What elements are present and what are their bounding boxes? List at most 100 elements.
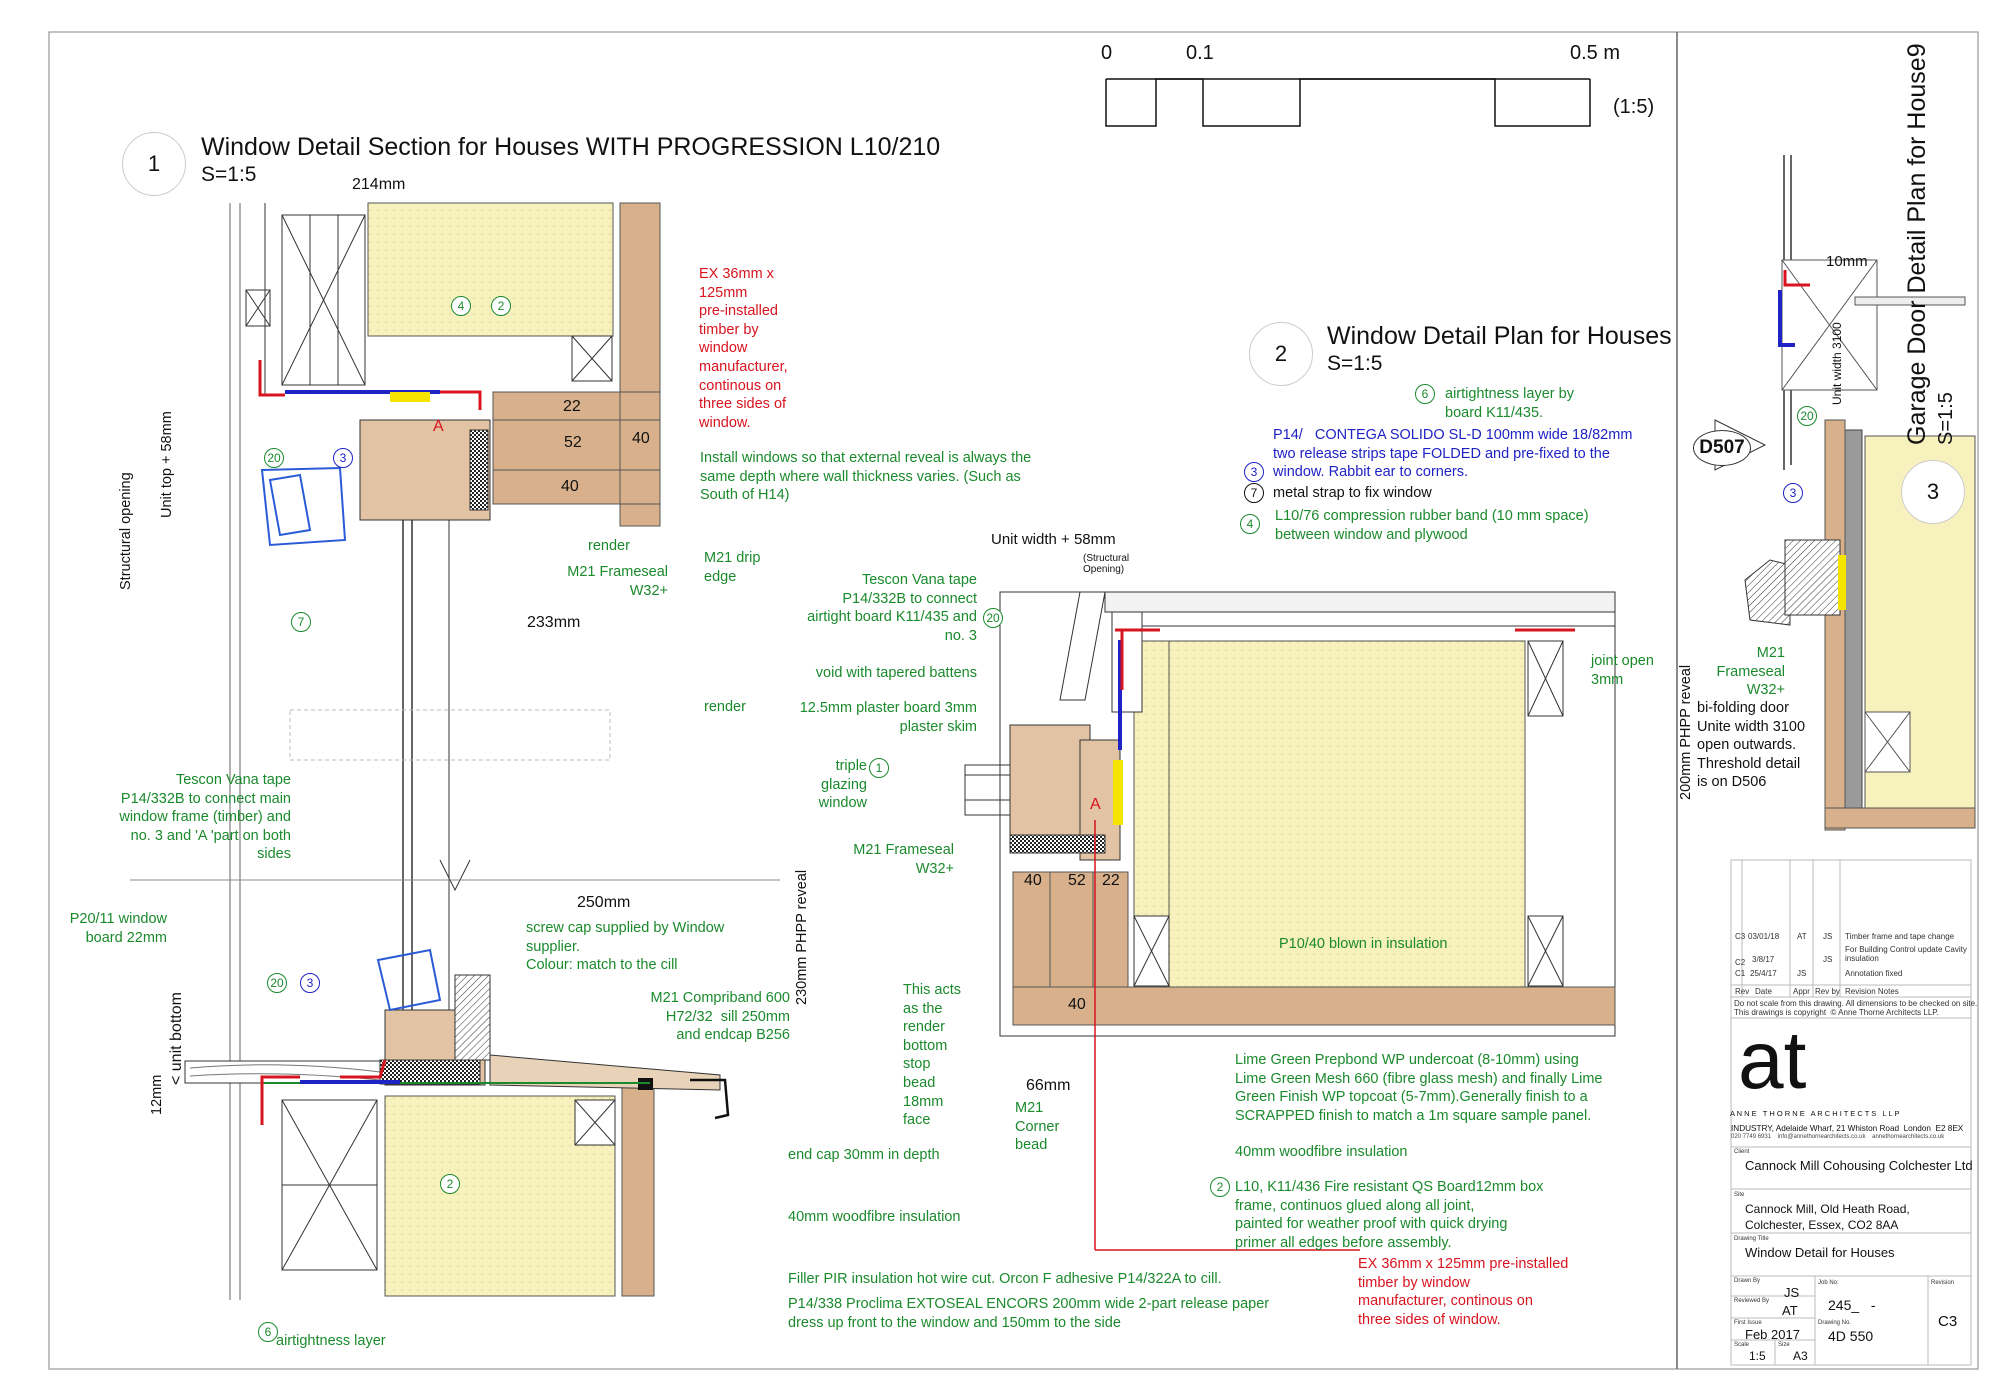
dim-unit-width: Unit width + 58mm <box>991 531 1116 548</box>
dim-233mm: 233mm <box>527 614 581 631</box>
note-extoseal: P14/338 Proclima EXTOSEAL ENCORS 200mm w… <box>788 1296 1270 1331</box>
dim-22: 22 <box>563 398 581 415</box>
rev-header-notes: Revision Notes <box>1845 987 1899 996</box>
rev-header-rev: Rev <box>1735 987 1750 996</box>
reviewed-by: AT <box>1782 1303 1798 1318</box>
size-value: A3 <box>1793 1349 1808 1363</box>
rev-header-date: Date <box>1755 987 1772 996</box>
dim-plan-22: 22 <box>1102 872 1120 889</box>
drawing-no-label: Drawing No. <box>1818 1320 1852 1326</box>
phpp-reveal-230-label: 230mm PHPP reveal <box>794 869 810 1005</box>
section-3-title: Garage Door Detail Plan for House9 <box>1903 43 1931 445</box>
note-qs-board: L10, K11/436 Fire resistant QS Board12mm… <box>1235 1179 1544 1251</box>
section-2-scale: S=1:5 <box>1327 352 1383 375</box>
firm-contact: 020 7749 6931 info@annethornearchitects.… <box>1731 1134 1945 1140</box>
marker-3: 3 <box>1244 462 1264 482</box>
marker-2: 2 <box>1210 1177 1230 1197</box>
dim-52: 52 <box>564 434 582 451</box>
note-woodfibre-plan: 40mm woodfibre insulation <box>1235 1144 1408 1160</box>
detail-ref-d507[interactable]: D507 <box>1693 430 1751 466</box>
scale-value: 1:5 <box>1749 1349 1766 1363</box>
note-end-cap: end cap 30mm in depth <box>788 1147 940 1163</box>
drawing-title-label: Drawing Title <box>1734 1236 1769 1242</box>
dim-40a: 40 <box>632 430 650 447</box>
marker-20: 20 <box>1797 406 1817 426</box>
firm-logo: at <box>1738 1015 1807 1106</box>
note-metal-strap: metal strap to fix window <box>1273 485 1432 501</box>
note-tescon-section: Tescon Vana tape P14/332B to connect mai… <box>119 772 291 863</box>
marker-20: 20 <box>983 608 1003 628</box>
note-compression-band: L10/76 compression rubber band (10 mm sp… <box>1275 508 1589 543</box>
note-void-battens: void with tapered battens <box>815 665 977 681</box>
note-plaster-board: 12.5mm plaster board 3mm plaster skim <box>799 700 977 735</box>
marker-2: 2 <box>440 1174 460 1194</box>
section-1-number: 1 <box>122 132 186 196</box>
note-render-stop-bead: This acts as the render bottom stop bead… <box>903 982 962 1129</box>
marker-7: 7 <box>1244 483 1264 503</box>
drawn-by-label: Drawn By <box>1734 1278 1761 1284</box>
drawn-by: JS <box>1784 1285 1800 1300</box>
scale-ratio: (1:5) <box>1613 96 1655 118</box>
rev-header-appr: Appr <box>1793 987 1810 996</box>
dim-66mm: 66mm <box>1026 1077 1071 1094</box>
client-name: Cannock Mill Cohousing Colchester Ltd <box>1745 1158 1973 1173</box>
copyright-disclaimer: Do not scale from this drawing. All dime… <box>1734 999 1978 1017</box>
section-1-scale: S=1:5 <box>201 163 257 186</box>
first-issue: Feb 2017 <box>1745 1327 1800 1342</box>
marker-4: 4 <box>451 296 471 316</box>
part-a-label-plan: A <box>1090 796 1101 813</box>
rev-header-revby: Rev by <box>1815 987 1840 996</box>
revision-value: C3 <box>1938 1313 1958 1330</box>
note-filler-pir: Filler PIR insulation hot wire cut. Orco… <box>788 1271 1222 1287</box>
unit-top-label: Unit top + 58mm <box>159 411 175 518</box>
marker-2: 2 <box>491 296 511 316</box>
marker-1: 1 <box>869 758 889 778</box>
rev-c3-notes: Timber frame and tape change <box>1845 932 1955 941</box>
part-a-label: A <box>433 418 444 435</box>
rev-c2-notes: For Building Control update Cavity insul… <box>1845 945 1967 963</box>
marker-3: 3 <box>300 973 320 993</box>
note-install-windows: Install windows so that external reveal … <box>700 450 1032 504</box>
dim-structural-opening: (Structural Opening) <box>1083 553 1130 575</box>
rev-c3-date: 03/01/18 <box>1748 932 1780 941</box>
section-1-title: Window Detail Section for Houses WITH PR… <box>201 133 941 161</box>
rev-c3-rev: C3 <box>1735 932 1746 941</box>
note-triple-glazing: triple glazing window <box>818 758 867 812</box>
site-label: Site <box>1734 1192 1745 1198</box>
note-screw-cap: screw cap supplied by Window supplier. C… <box>526 920 725 974</box>
job-no-label: Job No: <box>1818 1280 1839 1286</box>
section-1-drawing <box>130 202 780 1300</box>
scale-tick-0: 0 <box>1101 42 1113 64</box>
size-label: Size <box>1778 1342 1790 1348</box>
dim-plan-40: 40 <box>1024 872 1042 889</box>
note-drip-edge: M21 drip edge <box>704 550 761 585</box>
dim-250mm: 250mm <box>577 894 631 911</box>
section-3-scale: S=1:5 <box>1935 392 1957 445</box>
structural-opening-label: Structural opening <box>118 472 134 590</box>
sheet-border <box>48 31 1979 1370</box>
dim-plan-40-bottom: 40 <box>1068 996 1086 1013</box>
note-frameseal-plan: M21 Frameseal W32+ <box>853 842 954 877</box>
note-joint-open: joint open 3mm <box>1591 653 1654 688</box>
scale-label: Scale <box>1734 1342 1750 1348</box>
note-ex-timber-section: EX 36mm x 125mm pre-installed timber by … <box>699 266 788 431</box>
firm-address: INDUSTRY, Adelaide Wharf, 21 Whiston Roa… <box>1731 1124 1964 1133</box>
dim-plan-52: 52 <box>1068 872 1086 889</box>
note-render-mid: render <box>704 699 746 715</box>
note-blown-insulation: P10/40 blown in insulation <box>1279 936 1448 952</box>
note-frameseal-top: M21 Frameseal W32+ <box>567 564 668 599</box>
marker-20: 20 <box>264 448 284 468</box>
note-corner-bead: M21 Corner bead <box>1015 1100 1060 1154</box>
rev-c3-revby: JS <box>1823 932 1833 941</box>
note-render-top: render <box>588 538 630 554</box>
marker-7: 7 <box>291 612 311 632</box>
marker-3: 3 <box>333 448 353 468</box>
rev-c1-appr: JS <box>1797 969 1807 978</box>
drawing-title: Window Detail for Houses <box>1745 1245 1895 1260</box>
revision-label: Revision <box>1931 1280 1955 1286</box>
rev-c1-notes: Annotation fixed <box>1845 969 1903 978</box>
client-label: Client <box>1734 1149 1750 1155</box>
marker-4: 4 <box>1240 514 1260 534</box>
note-ex-timber-plan: EX 36mm x 125mm pre-installed timber by … <box>1358 1256 1569 1328</box>
